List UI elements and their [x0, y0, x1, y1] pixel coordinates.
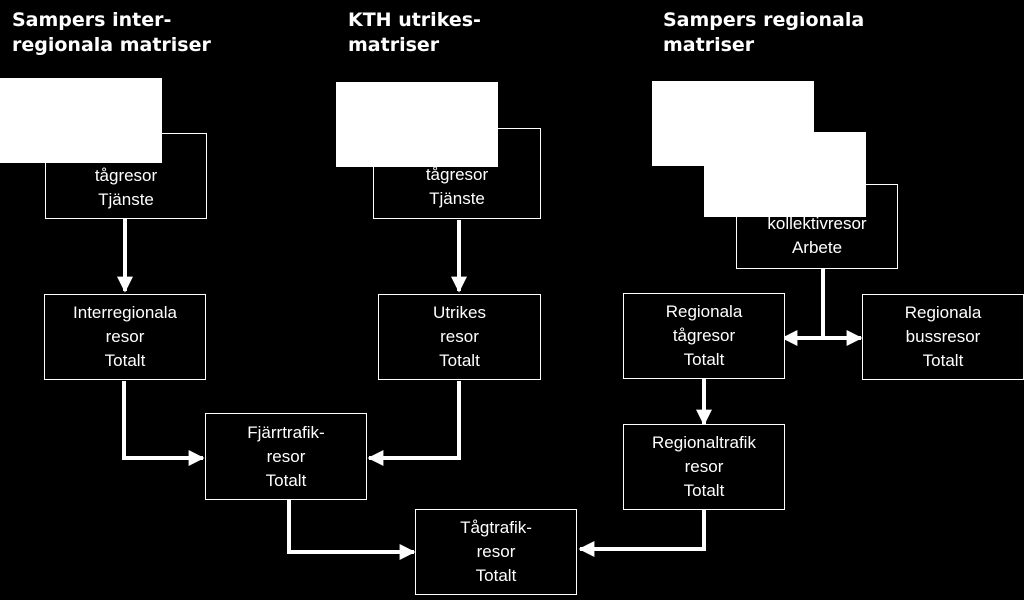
box-label: Fjärrtrafik-: [247, 422, 325, 442]
box-label: Regionala: [904, 303, 982, 322]
box-label: Regionaltrafik: [652, 433, 756, 452]
box-label: Totalt: [683, 481, 725, 500]
box-label: Totalt: [439, 351, 480, 370]
box-label: Totalt: [104, 351, 146, 370]
box-label: resor: [440, 327, 479, 346]
box-label: bussresor: [905, 327, 981, 346]
header-line: Sampers regionala: [663, 9, 865, 31]
header-sampers-interregional: Sampers inter- regionala matriser: [12, 8, 211, 58]
box-label: Tjänste: [98, 190, 154, 209]
redaction-block-middle: [336, 82, 498, 167]
box-label: resor: [105, 327, 145, 346]
box-label: tågresor: [425, 165, 489, 184]
header-sampers-regional: Sampers regionala matriser: [663, 8, 864, 58]
box-regional-train-total: Regionala tågresor Totalt: [623, 293, 785, 379]
box-regional-traffic-total: Regionaltrafik resor Totalt: [623, 424, 785, 510]
redaction-block-right-front: [704, 132, 866, 217]
box-label: tågresor: [672, 326, 736, 345]
arrow-interregional-to-longdistance: [122, 381, 205, 466]
box-long-distance-total: Fjärrtrafik- resor Totalt: [205, 413, 367, 500]
box-regional-bus-total: Regionala bussresor Totalt: [862, 294, 1024, 380]
arrow-foreign-to-longdistance: [367, 381, 461, 466]
header-kth-foreign: KTH utrikes- matriser: [348, 8, 481, 58]
arrow-regional-traffic-to-train-traffic: [578, 509, 706, 557]
box-label: resor: [476, 542, 516, 561]
box-label: kollektivresor: [767, 214, 867, 233]
box-label: Tjänste: [429, 189, 485, 208]
redaction-block-left: [0, 78, 162, 163]
box-label: tågresor: [94, 166, 158, 185]
box-label: resor: [266, 446, 306, 466]
box-label: Totalt: [475, 566, 517, 585]
box-train-traffic-total: Tågtrafik- resor Totalt: [415, 509, 577, 595]
box-label: Interregionala: [73, 303, 177, 322]
box-label: resor: [684, 457, 724, 476]
box-label: Arbete: [791, 238, 843, 257]
arrow-longdistance-to-train-traffic: [287, 499, 416, 560]
header-line: regionala matriser: [12, 34, 211, 56]
box-label: Totalt: [922, 351, 964, 370]
header-line: matriser: [348, 34, 440, 56]
box-label: Tågtrafik-: [460, 518, 532, 537]
header-line: KTH utrikes-: [348, 9, 481, 31]
box-label: Regionala: [665, 302, 743, 321]
box-label: Utrikes: [433, 303, 486, 322]
box-interregional-total: Interregionala resor Totalt: [44, 294, 206, 380]
header-line: matriser: [663, 34, 755, 56]
header-line: Sampers inter-: [12, 9, 172, 31]
box-foreign-total: Utrikes resor Totalt: [378, 294, 541, 380]
box-label: Totalt: [265, 470, 307, 490]
box-label: Totalt: [683, 350, 725, 369]
